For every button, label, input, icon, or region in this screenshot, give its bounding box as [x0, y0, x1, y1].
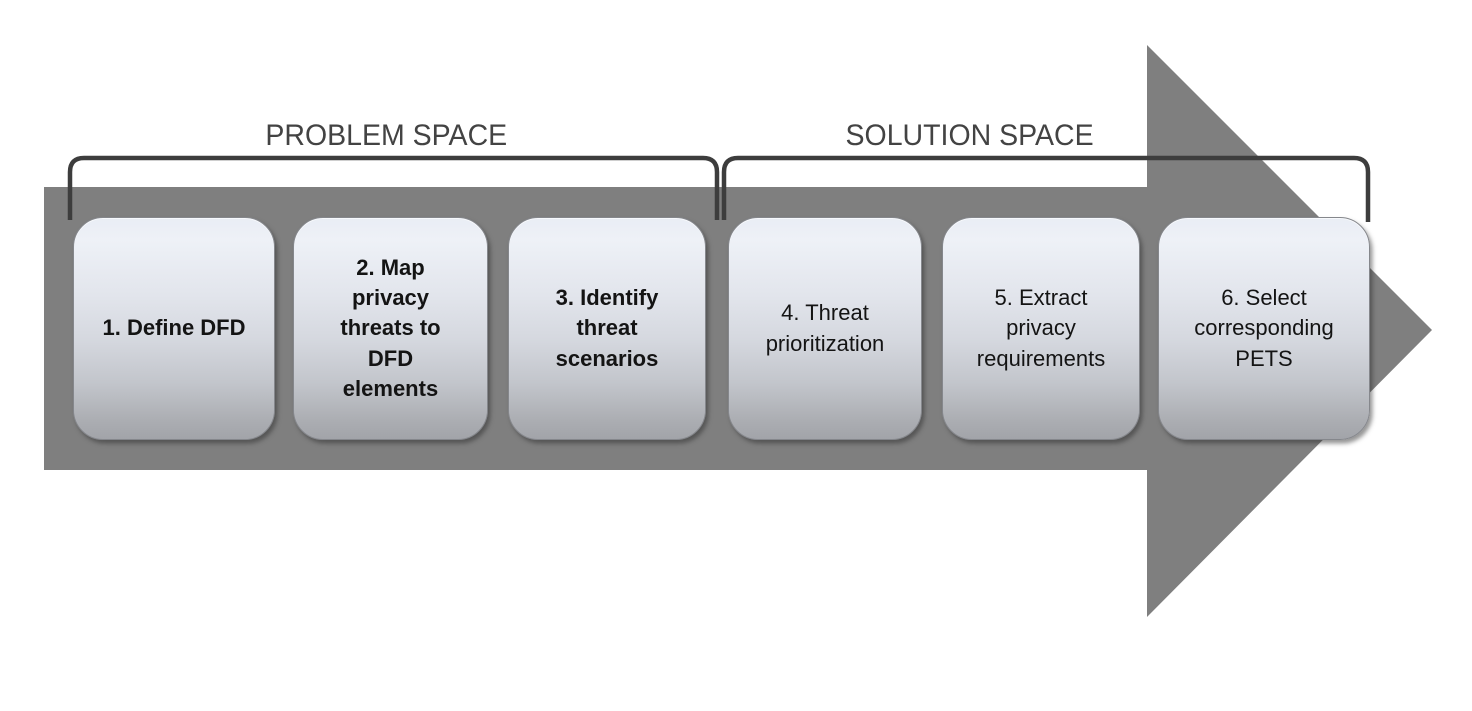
solution-space-label: SOLUTION SPACE	[820, 118, 1120, 154]
step-box-2-map-privacy-threats: 2. Map privacy threats to DFD elements	[293, 217, 488, 440]
step-label: 5. Extract privacy requirements	[976, 284, 1106, 371]
problem-space-bracket	[67, 155, 720, 220]
step-label: 1. Define DFD	[102, 315, 246, 341]
step-box-4-threat-prioritization: 4. Threat prioritization	[728, 217, 922, 440]
step-box-5-extract-privacy-requirements: 5. Extract privacy requirements	[942, 217, 1140, 440]
problem-space-label: PROBLEM SPACE	[236, 118, 536, 154]
problem-space-label-text: PROBLEM SPACE	[265, 119, 507, 152]
solution-space-bracket	[721, 155, 1371, 222]
step-box-3-identify-threat-scenarios: 3. Identify threat scenarios	[508, 217, 706, 440]
solution-space-label-text: SOLUTION SPACE	[845, 119, 1095, 152]
step-box-1-define-dfd: 1. Define DFD	[73, 217, 275, 440]
step-box-6-select-corresponding-pets: 6. Select corresponding PETS	[1158, 217, 1370, 440]
step-label: 2. Map privacy threats to DFD elements	[340, 254, 441, 402]
step-label: 3. Identify threat scenarios	[555, 284, 659, 371]
step-label: 4. Threat prioritization	[765, 300, 885, 356]
step-label: 6. Select corresponding PETS	[1194, 284, 1334, 371]
